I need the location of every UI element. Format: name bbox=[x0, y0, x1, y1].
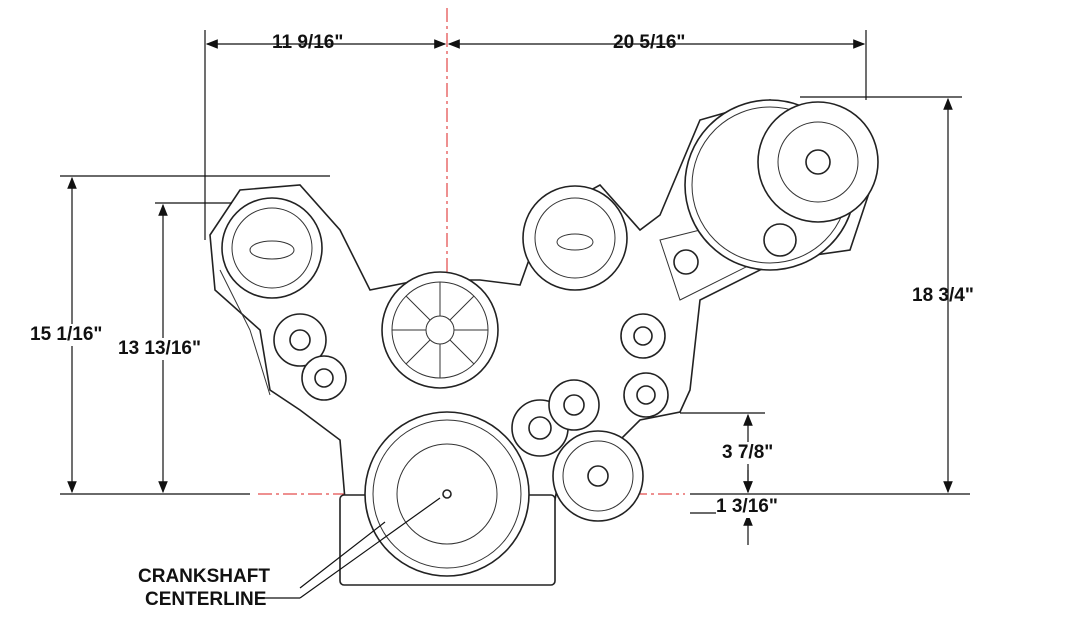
dimension-label-20-5-16: 20 5/16" bbox=[613, 32, 686, 53]
dimension-label-3-7-8: 3 7/8" bbox=[722, 442, 774, 464]
crankshaft-pulley bbox=[364, 411, 530, 577]
idler-pulleys bbox=[273, 313, 669, 522]
dimension-label-18-3-4: 18 3/4" bbox=[912, 285, 974, 306]
water-pump-pulley bbox=[381, 271, 499, 389]
dimension-label-15-1-16: 15 1/16" bbox=[30, 324, 103, 346]
callout-crankshaft: CRANKSHAFT bbox=[138, 566, 270, 587]
power-steering-pump bbox=[522, 185, 628, 291]
supercharger bbox=[673, 99, 879, 275]
alternator bbox=[221, 197, 323, 299]
callout-centerline: CENTERLINE bbox=[145, 589, 267, 610]
dimension-label-1-3-16: 1 3/16" bbox=[716, 496, 778, 518]
dimension-label-11-9-16: 11 9/16" bbox=[272, 32, 344, 53]
dimension-label-13-13-16: 13 13/16" bbox=[118, 338, 201, 360]
